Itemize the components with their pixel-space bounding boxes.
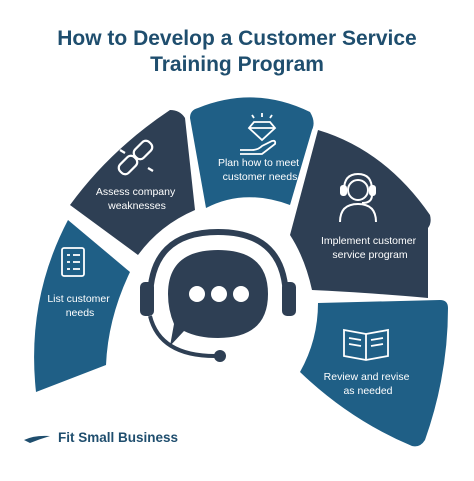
chat-dot-1 — [189, 286, 205, 302]
open-book-icon — [343, 328, 389, 361]
title-line-2: Training Program — [150, 53, 324, 76]
chat-dot-2 — [211, 286, 227, 302]
segment-assess-weaknesses — [70, 110, 195, 255]
headset-arc — [147, 228, 289, 301]
segment-label-review: Review and revise as needed — [324, 371, 413, 397]
chat-dot-3 — [233, 286, 249, 302]
fsb-logo-icon — [24, 435, 50, 443]
segment-plan-needs — [190, 97, 314, 208]
segment-review — [300, 300, 448, 447]
headset-mic-boom — [148, 315, 216, 358]
segment-label-implement: Implement customer service program — [321, 235, 419, 261]
hand-diamond-icon — [240, 113, 277, 155]
segment-implement — [290, 130, 431, 298]
brand-name: Fit Small Business — [58, 430, 179, 445]
headset-mic — [214, 350, 226, 362]
segment-label-list-needs: List customer needs — [47, 293, 112, 319]
segment-label-assess-weaknesses: Assess company weaknesses — [96, 186, 178, 212]
brand: Fit Small Business — [22, 430, 178, 445]
segment-list-needs — [34, 220, 131, 392]
segment-label-plan-needs: Plan how to meet customer needs — [218, 157, 302, 183]
page-title: How to Develop a Customer Service Traini… — [0, 26, 474, 78]
broken-link-icon — [117, 139, 154, 176]
headset-left-ear — [140, 282, 154, 316]
headset-right-ear — [282, 282, 296, 316]
checklist-icon — [61, 247, 85, 277]
headset-agent-icon — [339, 172, 377, 223]
title-line-1: How to Develop a Customer Service — [57, 27, 417, 50]
